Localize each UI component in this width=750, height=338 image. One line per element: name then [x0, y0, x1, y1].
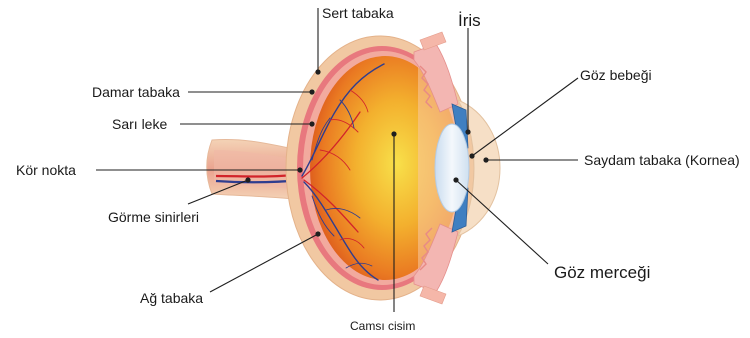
label-goz-mercegi: Göz merceği	[554, 263, 650, 282]
label-camsi-cisim: Camsı cisim	[350, 319, 415, 333]
label-sari-leke: Sarı leke	[112, 116, 167, 132]
label-saydam-tabaka: Saydam tabaka (Kornea)	[584, 152, 740, 168]
label-damar-tabaka: Damar tabaka	[92, 84, 180, 100]
label-kor-nokta: Kör nokta	[16, 162, 76, 178]
lens	[435, 124, 469, 212]
label-iris: İris	[458, 11, 481, 30]
label-sert-tabaka: Sert tabaka	[322, 5, 394, 21]
label-goz-bebegi: Göz bebeği	[580, 67, 652, 83]
label-ag-tabaka: Ağ tabaka	[140, 290, 203, 306]
label-gorme-sinirleri: Görme sinirleri	[108, 209, 199, 225]
